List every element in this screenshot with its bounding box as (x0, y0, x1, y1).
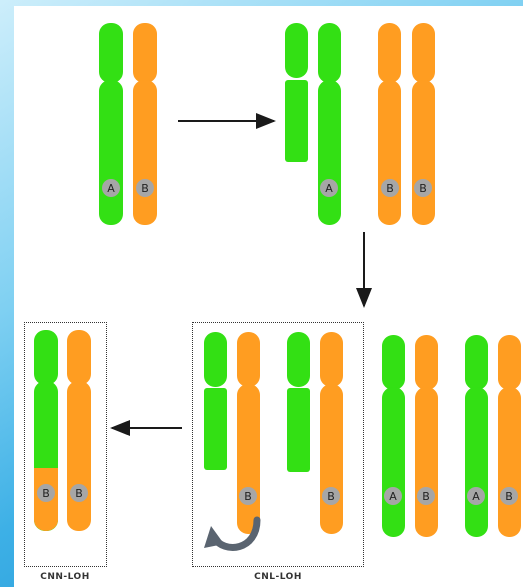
allele-label-a: A (472, 490, 480, 503)
cnl-loh-box (192, 322, 364, 567)
chromosome-orange (320, 384, 343, 534)
chromosome-green (318, 80, 341, 225)
chromosome-green (465, 335, 488, 390)
chromosome-orange (378, 80, 401, 225)
chromosome-orange (237, 384, 260, 534)
allele-label-b: B (244, 490, 252, 503)
chromosome-orange (498, 387, 521, 537)
chromosome-green (285, 23, 308, 78)
allele-marker (320, 179, 338, 197)
chromosome-green (318, 23, 341, 83)
allele-label-b: B (327, 490, 335, 503)
chromosome-orange (415, 387, 438, 537)
cnn-loh-caption: CNN-LOH (40, 572, 90, 582)
chromosome-orange (133, 80, 157, 225)
chromosome-green (34, 330, 58, 385)
chromosome-orange (378, 23, 401, 83)
chromosome-orange (498, 335, 521, 390)
chromosome-green (287, 332, 310, 387)
allele-label-a: A (389, 490, 397, 503)
chromosome-orange (320, 332, 343, 387)
chromosome-green (465, 387, 488, 537)
allele-label-b: B (141, 182, 149, 195)
chromosome-green (382, 387, 405, 537)
allele-label-b: B (505, 490, 513, 503)
chromosome-orange (412, 23, 435, 83)
allele-label-b: B (75, 487, 83, 500)
diagram-panel (14, 6, 523, 587)
allele-marker (37, 484, 55, 502)
chromosome-green (99, 23, 123, 83)
allele-label-b: B (419, 182, 427, 195)
allele-marker (322, 487, 340, 505)
chromosome-orange (237, 332, 260, 387)
allele-marker (414, 179, 432, 197)
chromosome-green-deleted (204, 388, 227, 470)
chromosome-green-deleted (287, 388, 310, 472)
curved-arrow-head-icon (204, 526, 224, 548)
allele-marker (384, 487, 402, 505)
allele-marker (70, 484, 88, 502)
allele-label-b: B (422, 490, 430, 503)
allele-marker (467, 487, 485, 505)
allele-marker (136, 179, 154, 197)
allele-label-b: B (42, 487, 50, 500)
cnn-loh-box (24, 322, 107, 567)
allele-markers: A B A B B B B A B A B B B (37, 179, 518, 505)
chromosome-orange (412, 80, 435, 225)
chromosome-orange (67, 330, 91, 385)
chromosome-green (99, 80, 123, 225)
allele-label-b: B (386, 182, 394, 195)
allele-marker (381, 179, 399, 197)
stage-2-group (285, 23, 435, 225)
allele-marker (239, 487, 257, 505)
chromosome-orange (415, 335, 438, 390)
chromosome-green (204, 332, 227, 387)
allele-marker (500, 487, 518, 505)
chromosome-orange (67, 381, 91, 531)
cnl-loh-group (204, 332, 343, 551)
cnl-loh-caption: CNL-LOH (254, 572, 302, 582)
chromosome-green-deleted (285, 80, 308, 162)
chromosome-green (382, 335, 405, 390)
allele-marker (102, 179, 120, 197)
allele-marker (417, 487, 435, 505)
allele-label-a: A (107, 182, 115, 195)
chromosome-orange (133, 23, 157, 83)
stage-3-pairs (382, 335, 521, 537)
allele-label-a: A (325, 182, 333, 195)
